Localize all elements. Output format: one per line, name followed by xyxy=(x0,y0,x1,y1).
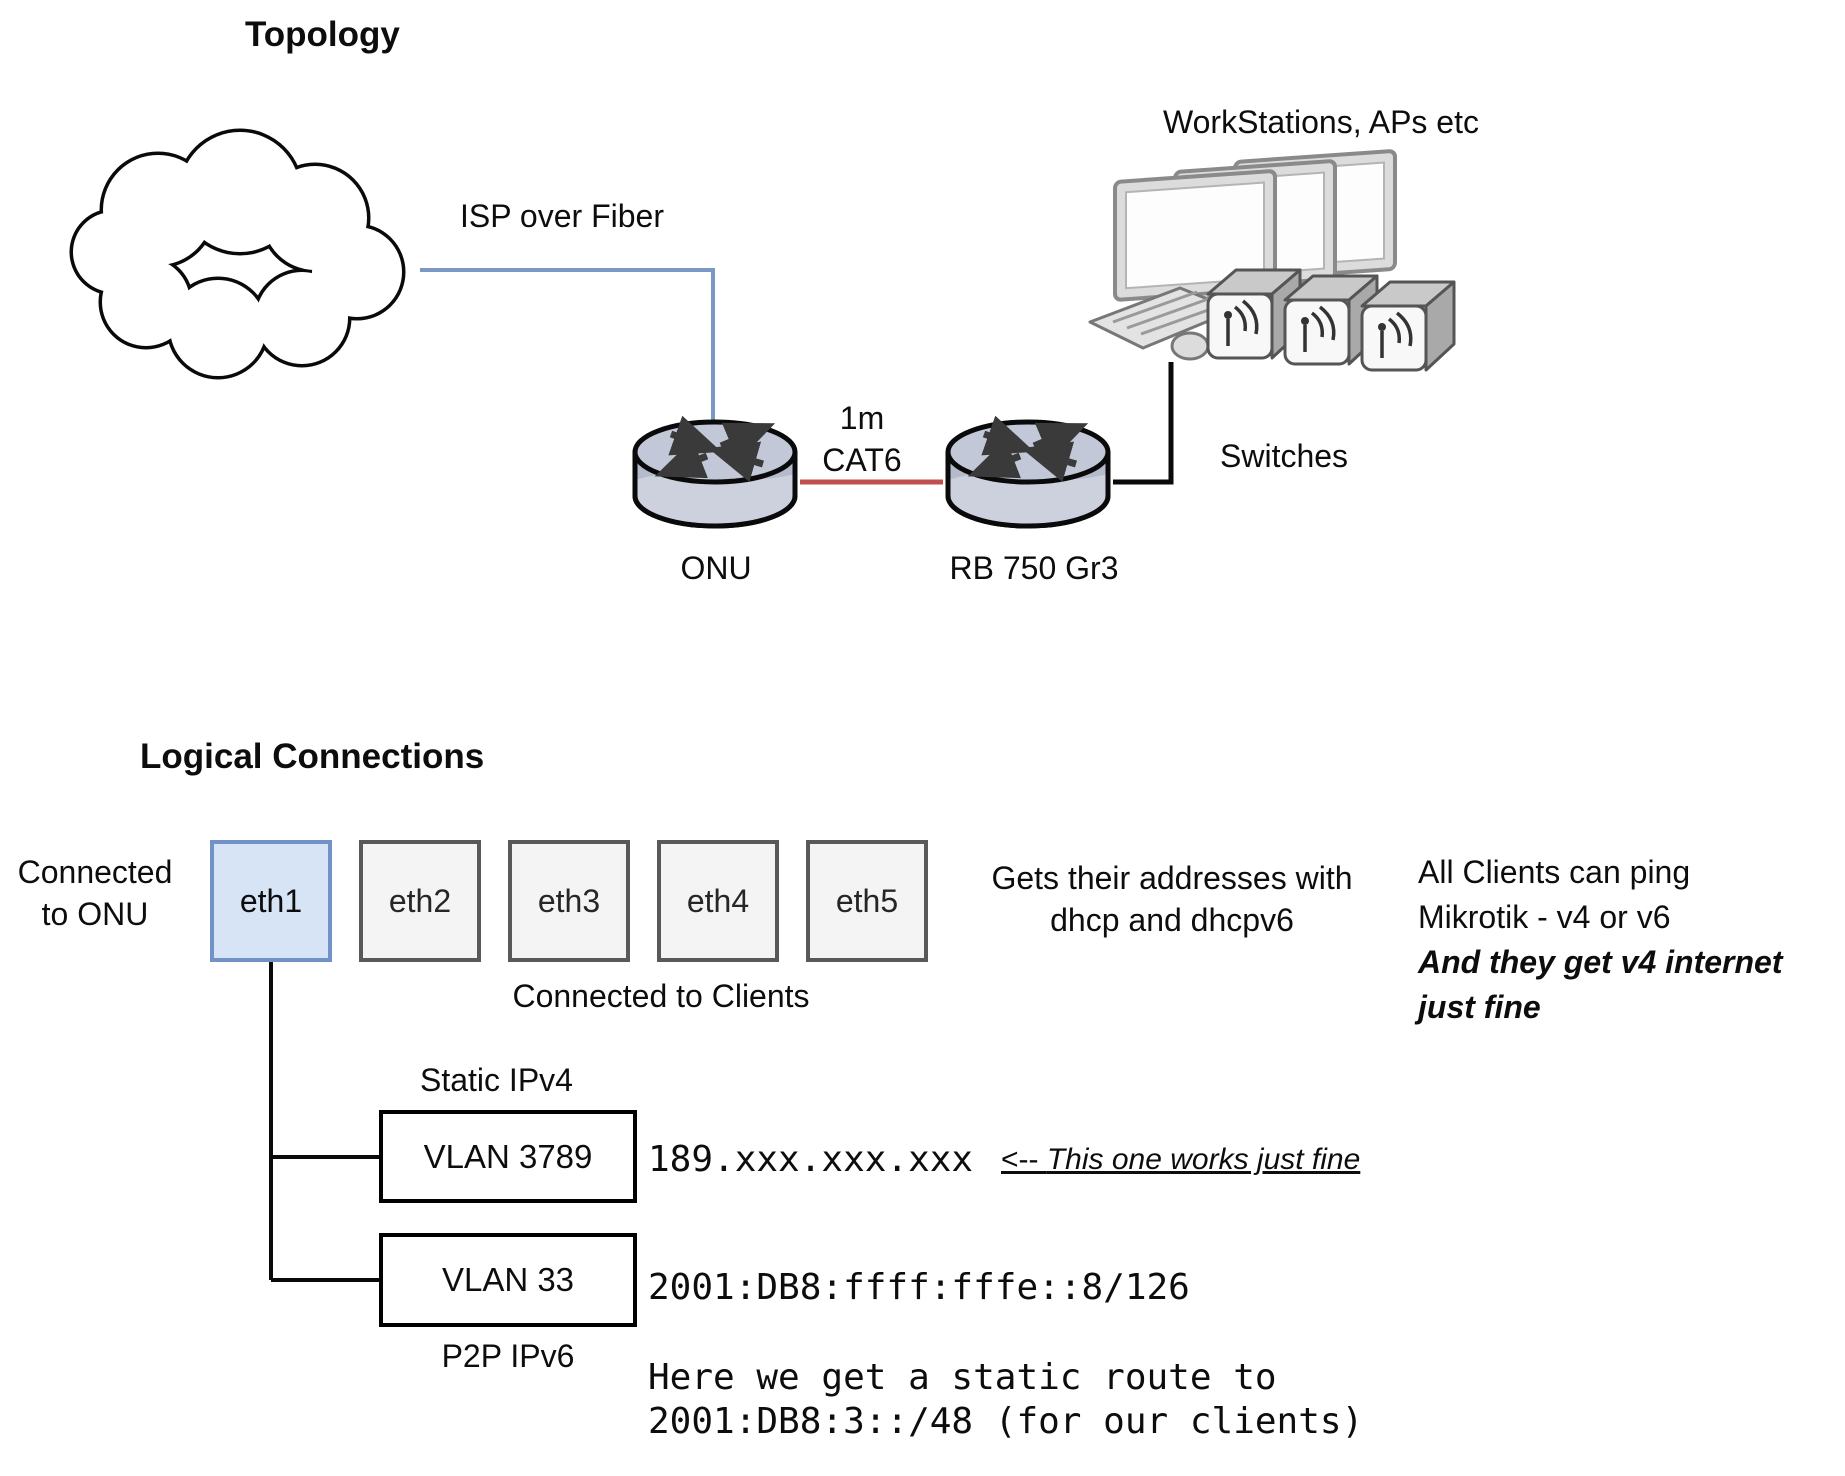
onu-router-icon xyxy=(635,422,795,526)
port-eth4-label: eth4 xyxy=(686,882,750,919)
static-ipv4-header: Static IPv4 xyxy=(420,1062,573,1098)
works-note: <-- This one works just fine xyxy=(1001,1140,1360,1179)
clients-note: Connected to Clients xyxy=(512,978,810,1014)
switch-uplink-line xyxy=(1113,362,1174,485)
port-eth2-label: eth2 xyxy=(388,882,452,919)
port-eth5-label: eth5 xyxy=(835,882,899,919)
dhcp-note-line1: Gets their addresses with xyxy=(991,860,1353,896)
eth1-note-line1: Connected xyxy=(17,854,173,890)
workstations-label: WorkStations, APs etc xyxy=(1163,104,1479,140)
port-eth3: eth3 xyxy=(508,840,630,962)
eth1-note: Connected to ONU xyxy=(18,852,173,935)
port-eth2: eth2 xyxy=(359,840,481,962)
dhcp-note: Gets their addresses with dhcp and dhcpv… xyxy=(991,858,1352,941)
route-note-line2: 2001:DB8:3::/48 (for our clients) xyxy=(648,1401,1364,1442)
eth1-note-line2: to ONU xyxy=(41,895,149,932)
mouse-icon xyxy=(1170,331,1210,361)
onu-label: ONU xyxy=(680,550,752,586)
cable-type-label: CAT6 xyxy=(822,442,902,478)
switches-label: Switches xyxy=(1220,438,1349,474)
dhcp-note-line2: dhcp and dhcpv6 xyxy=(1050,901,1294,938)
access-point-icon xyxy=(1360,280,1456,372)
port-eth3-label: eth3 xyxy=(537,882,601,919)
port-eth5: eth5 xyxy=(806,840,928,962)
vlan-33-box: VLAN 33 xyxy=(379,1233,637,1327)
ping-note: All Clients can ping Mikrotik - v4 or v6… xyxy=(1418,850,1783,1030)
isp-link-label: ISP over Fiber xyxy=(460,198,664,234)
workstations-icon xyxy=(1088,149,1456,372)
ping-note-emphasis-line1: And they get v4 internet xyxy=(1418,944,1783,980)
ipv6-address: 2001:DB8:ffff:fffe::8/126 xyxy=(648,1267,1190,1308)
ping-note-line1: All Clients can ping xyxy=(1418,854,1691,890)
route-note-line1: Here we get a static route to xyxy=(648,1357,1277,1398)
logical-title: Logical Connections xyxy=(140,737,485,776)
eth1-branch-lines xyxy=(269,962,379,1282)
vlan-3789-label: VLAN 3789 xyxy=(423,1137,593,1175)
works-note-arrow: <-- xyxy=(1001,1143,1039,1176)
topology-title: Topology xyxy=(245,15,400,54)
cloud-icon xyxy=(69,128,406,380)
vlan-33-label: VLAN 33 xyxy=(441,1261,575,1298)
route-note: Here we get a static route to 2001:DB8:3… xyxy=(648,1356,1363,1444)
ping-note-emphasis-line2: just fine xyxy=(1418,989,1541,1025)
p2p-ipv6-footer: P2P IPv6 xyxy=(441,1338,575,1374)
works-note-text: This one works just fine xyxy=(1046,1143,1361,1176)
ipv4-address: 189.xxx.xxx.xxx xyxy=(648,1139,974,1180)
vlan-3789-box: VLAN 3789 xyxy=(379,1110,637,1203)
router-label: RB 750 Gr3 xyxy=(949,550,1119,586)
cable-length-label: 1m xyxy=(839,400,885,436)
ping-note-line2: Mikrotik - v4 or v6 xyxy=(1418,899,1671,935)
port-eth1-label: eth1 xyxy=(239,882,303,919)
port-eth1: eth1 xyxy=(210,840,332,962)
isp-fiber-line xyxy=(420,268,715,421)
rb750-router-icon xyxy=(948,422,1108,526)
port-eth4: eth4 xyxy=(657,840,779,962)
